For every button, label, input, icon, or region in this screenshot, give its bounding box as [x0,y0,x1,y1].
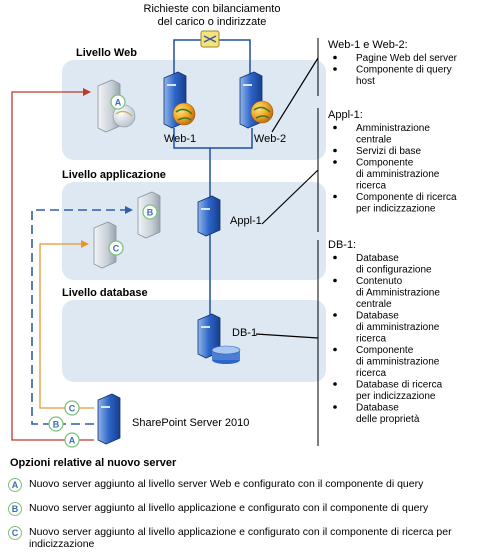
db-callout-item: delle proprietà [356,414,420,425]
db-callout-item: di Amministrazione [356,288,440,299]
appl1-server-icon [197,195,221,237]
svg-text:A: A [69,436,76,446]
app-callout-item: Componente di ricerca [356,192,457,203]
app-callout-item: centrale [356,135,392,146]
db-callout-item: Contenuto [356,276,403,287]
svg-text:C: C [113,244,120,254]
app-callout-item: Componente [356,158,414,169]
web-callout: Web-1 e Web-2: Pagine Web del serverCompo… [328,39,458,87]
legend-item: C Nuovo server aggiunto al livello applic… [8,526,484,550]
db-tier-panel [62,300,326,382]
app-tier-label: Livello applicazione [62,169,166,181]
database-cylinder-icon [211,345,241,364]
db-callout-item: Database di ricerca [356,380,443,391]
web-callout-bullet [333,55,337,60]
db-callout-item: per indicizzazione [356,391,436,402]
web-callout-title: Web-1 e Web-2: [328,39,408,51]
web2-label: Web-2 [254,133,286,145]
option-badge-icon: B [8,502,22,516]
app-callout-bullet [333,160,337,164]
db-callout-item: ricerca [356,334,386,345]
app-callout-title: Appl-1: [328,109,363,121]
option-badge-icon: C [8,526,22,540]
db-callout-bullet [333,347,337,352]
path-badge-c: C [64,400,80,416]
app-callout-item: ricerca [356,181,386,192]
legend-title: Opzioni relative al nuovo server [10,457,177,469]
svg-text:B: B [53,420,60,430]
db-callout-item: di amministrazione [356,322,440,333]
sharepoint-server-label: SharePoint Server 2010 [132,417,249,429]
legend-item-text: Nuovo server aggiunto al livello applica… [29,526,452,550]
app-callout-item: di amministrazione [356,169,440,180]
web-callout-bullet [333,67,337,71]
new-app-server-b-icon: B [137,191,161,239]
db-callout-item: Database [356,253,399,264]
app-callout-item: per indicizzazione [356,204,436,215]
app-callout-bullet [333,148,337,153]
db-callout-item: di configurazione [356,265,432,276]
web1-label: Web-1 [164,133,196,145]
svg-text:B: B [147,208,154,218]
web-tier-label: Livello Web [76,47,137,59]
legend-item: B Nuovo server aggiunto al livello applic… [8,502,484,516]
db-callout-item: Componente [356,345,414,356]
option-a-path [11,88,94,441]
requests-label-line1: Richieste con bilanciamento [144,3,281,15]
option-badge-icon: A [8,478,22,492]
db-callout-bullet [333,382,337,386]
web2-server-icon [239,71,274,129]
db-callout-bullet [333,313,337,317]
db-callout-item: di amministrazione [356,357,440,368]
appl1-label: Appl-1 [230,215,262,227]
db-callout-item: centrale [356,299,392,310]
path-badge-b: B [48,416,64,432]
db-callout-item: Database [356,311,399,322]
sharepoint-server-icon [97,393,121,445]
web-callout-item: Pagine Web del server [356,53,458,64]
db-callout-item: ricerca [356,368,386,379]
svg-text:A: A [115,98,122,108]
requests-label-line2: del carico o indirizzate [158,16,267,28]
legend-item: A Nuovo server aggiunto al livello server… [8,478,484,492]
app-callout-bullet [333,194,337,199]
svg-text:C: C [69,404,76,414]
db-callout-bullet [333,405,337,409]
db-callout-title: DB-1: [328,239,356,251]
callout-connectors [255,57,319,339]
load-balancer-icon [200,30,220,48]
app-callout-item: Servizi di base [356,146,421,157]
path-badge-a: A [64,432,80,448]
db-callout-bullet [333,278,337,283]
db-callout-item: Database [356,403,399,414]
app-callout-item: Amministrazione [356,123,430,134]
app-callout-bullet [333,125,337,130]
web-callout-item: host [356,76,375,87]
web-callout-item: Componente di query [356,65,452,76]
legend-item-text: Nuovo server aggiunto al livello server … [29,478,424,490]
legend-item-text: Nuovo server aggiunto al livello applica… [29,502,429,514]
db-tier-label: Livello database [62,287,148,299]
new-web-server-a-icon: A [97,79,136,133]
new-app-server-c-icon: C [93,221,124,269]
db1-server-icon [197,313,241,364]
db-callout-bullet [333,255,337,260]
web1-server-icon [163,71,196,129]
db1-label: DB-1 [232,327,257,339]
